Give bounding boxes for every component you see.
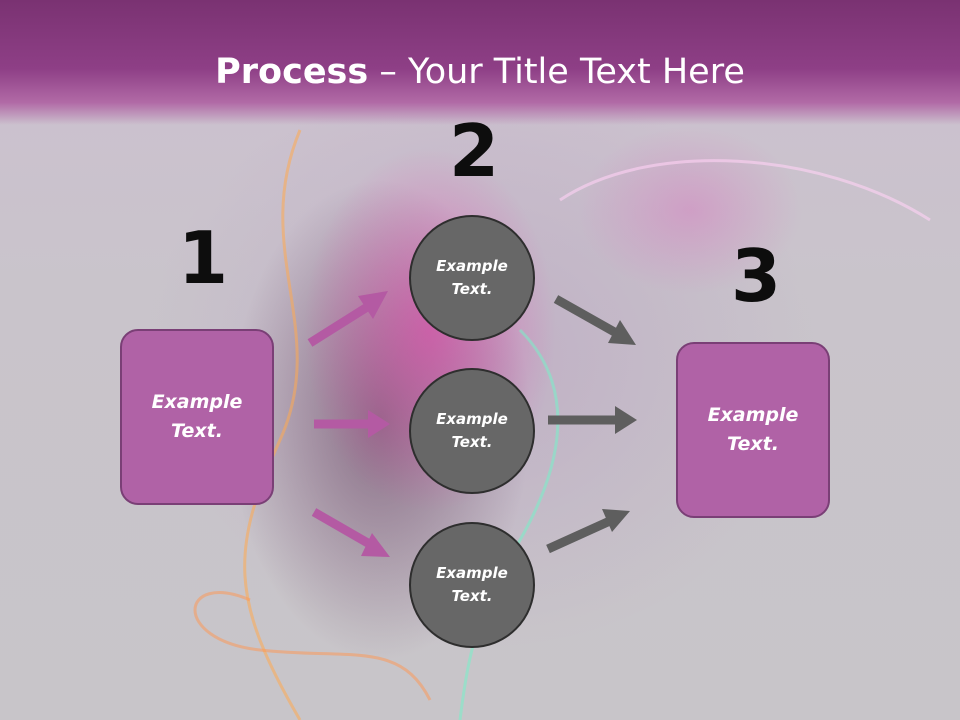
step-3-box: Example Text. xyxy=(676,342,830,518)
step-number-2: 2 xyxy=(449,109,500,193)
arrow-from-circle-1 xyxy=(553,295,636,345)
page-title: Process – Your Title Text Here xyxy=(0,52,960,92)
arrow-to-circle-2 xyxy=(314,410,390,438)
title-bold: Process xyxy=(215,52,369,92)
step-2-circle-3: Example Text. xyxy=(409,522,535,648)
step-number-3: 3 xyxy=(731,234,782,318)
step-2-circle-1: Example Text. xyxy=(409,215,535,341)
arrow-from-circle-2 xyxy=(548,406,637,434)
arrow-from-circle-3 xyxy=(546,509,630,554)
arrow-to-circle-3 xyxy=(311,508,390,557)
step-3-text: Example Text. xyxy=(707,404,799,455)
circle-1-text: Example Text. xyxy=(436,257,508,298)
circle-2-text: Example Text. xyxy=(436,410,508,451)
step-1-box: Example Text. xyxy=(120,329,274,505)
circle-3-text: Example Text. xyxy=(436,564,508,605)
title-rest: – Your Title Text Here xyxy=(368,52,745,92)
title-bar xyxy=(0,0,960,125)
step-number-1: 1 xyxy=(178,216,229,300)
arrow-to-circle-1 xyxy=(307,291,388,347)
step-1-text: Example Text. xyxy=(151,391,243,442)
step-2-circle-2: Example Text. xyxy=(409,368,535,494)
